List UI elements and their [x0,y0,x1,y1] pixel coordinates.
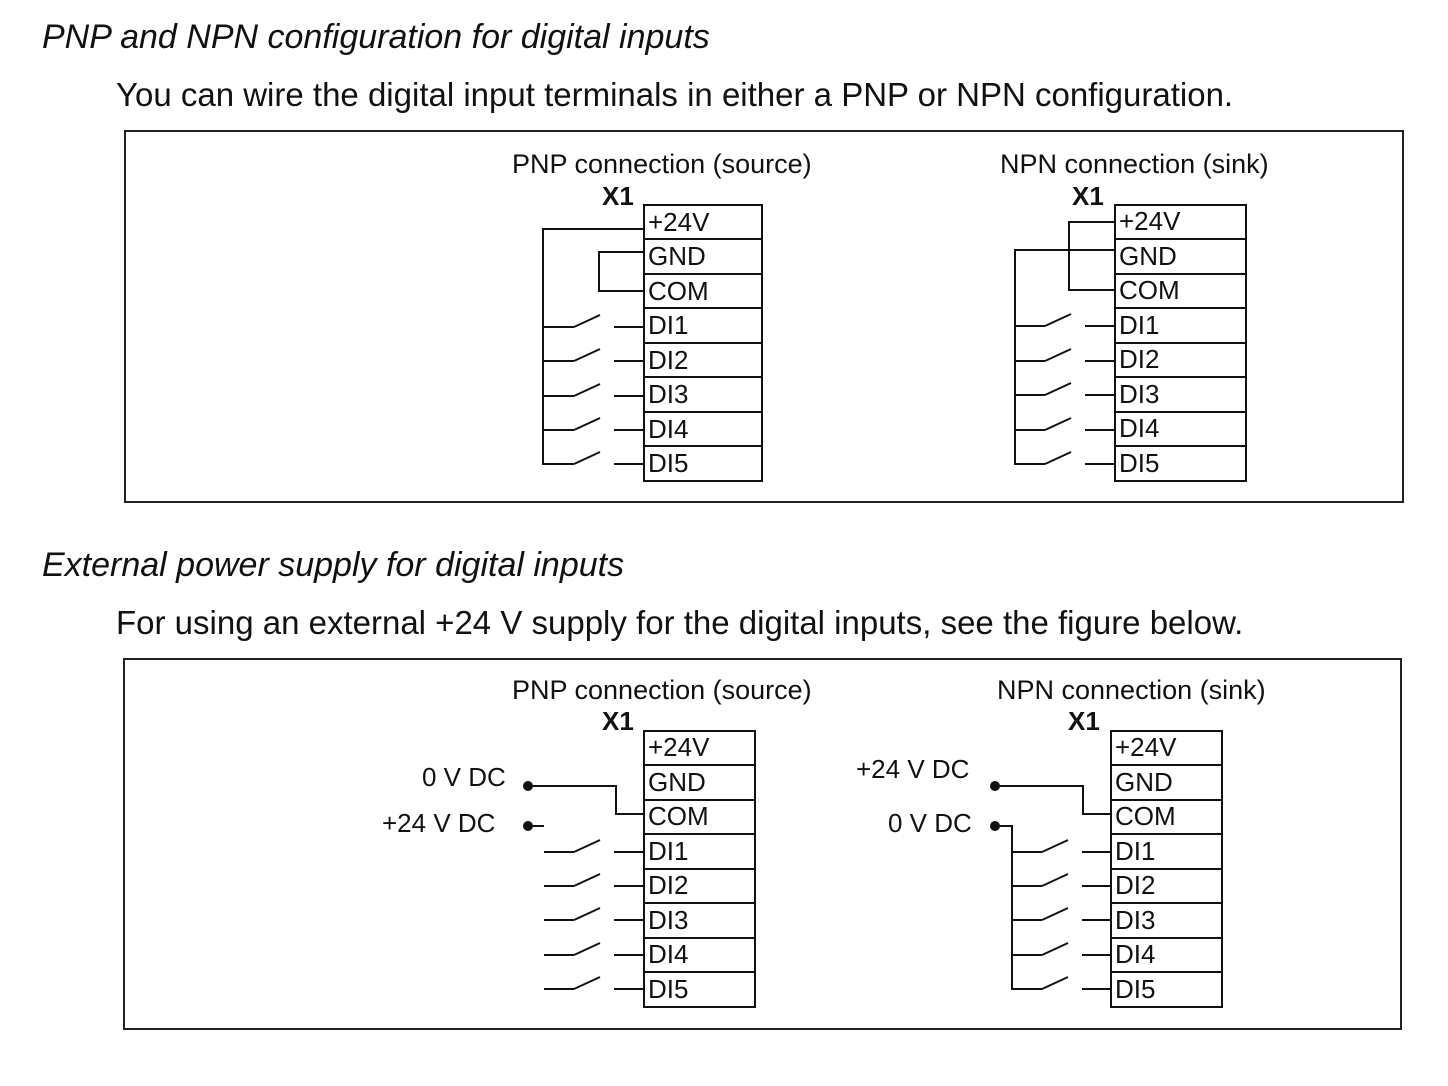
ext-npn-switches [1012,839,1111,990]
npn-terminal-di4: DI4 [1119,413,1159,443]
pnp-terminal-di2: DI2 [648,345,688,375]
npn-terminal-com: COM [1119,275,1180,305]
pnp-terminal-di3: DI3 [648,379,688,409]
ext-npn-terminal-com: COM [1115,801,1176,831]
ext-npn-terminal-di5: DI5 [1115,974,1155,1004]
pnp-terminal-block: +24V GND COM DI1 DI2 DI3 DI4 DI5 [643,204,763,482]
ext-pnp-terminal-di3: DI3 [648,905,688,935]
ext-npn-supply-0v: 0 V DC [888,808,972,838]
npn-terminal-gnd: GND [1119,241,1177,271]
pnp-terminal-com: COM [648,276,709,306]
ext-npn-supply-24v: +24 V DC [856,754,969,784]
ext-npn-terminal-di4: DI4 [1115,939,1155,969]
ext-pnp-terminal-com: COM [648,801,709,831]
npn-caption: NPN connection (sink) [1000,149,1269,179]
npn-wiring: NPN connection (sink) X1 +24V GND COM DI… [1000,149,1269,482]
npn-terminal-di5: DI5 [1119,448,1159,478]
section2-text: For using an external +24 V supply for t… [116,604,1244,641]
ext-pnp-supply-24v: +24 V DC [382,808,495,838]
pnp-terminal-di4: DI4 [648,414,688,444]
ext-pnp-switches [544,839,644,990]
ext-npn-wiring: NPN connection (sink) X1 +24V GND COM DI… [856,675,1266,1008]
section2-heading: External power supply for digital inputs [42,546,625,584]
ext-npn-caption: NPN connection (sink) [997,675,1266,705]
ext-pnp-caption: PNP connection (source) [512,675,812,705]
ext-npn-terminal-di1: DI1 [1115,836,1155,866]
pnp-wiring: PNP connection (source) X1 +24V GND COM … [512,149,812,482]
ext-npn-connector-label: X1 [1068,706,1100,736]
pnp-terminal-24v: +24V [648,207,710,237]
ext-pnp-terminal-di4: DI4 [648,939,688,969]
ext-pnp-supply-0v: 0 V DC [422,762,506,792]
ext-pnp-terminal-24v: +24V [648,732,710,762]
pnp-terminal-gnd: GND [648,241,706,271]
ext-pnp-wiring: PNP connection (source) X1 +24V GND COM … [382,675,812,1008]
pnp-switches [543,314,644,465]
ext-npn-terminal-block: +24V GND COM DI1 DI2 DI3 DI4 DI5 [1110,730,1223,1008]
ext-pnp-connector-label: X1 [602,706,634,736]
npn-terminal-di2: DI2 [1119,344,1159,374]
section1-heading: PNP and NPN configuration for digital in… [42,18,710,56]
ext-pnp-terminal-di5: DI5 [648,974,688,1004]
figure-external-supply: PNP connection (source) X1 +24V GND COM … [123,658,1402,1030]
npn-terminal-di1: DI1 [1119,310,1159,340]
npn-terminal-24v: +24V [1119,206,1181,236]
ext-pnp-terminal-block: +24V GND COM DI1 DI2 DI3 DI4 DI5 [643,730,756,1008]
diagram-external-supply: PNP connection (source) X1 +24V GND COM … [382,675,1266,1008]
npn-terminal-di3: DI3 [1119,379,1159,409]
npn-switches [1015,313,1115,465]
ext-npn-terminal-gnd: GND [1115,767,1173,797]
diagram-internal-supply: PNP connection (source) X1 +24V GND COM … [512,149,1269,482]
npn-terminal-block: +24V GND COM DI1 DI2 DI3 DI4 DI5 [1114,204,1247,482]
section1-text: You can wire the digital input terminals… [116,76,1234,113]
ext-pnp-terminal-gnd: GND [648,767,706,797]
ext-pnp-terminal-di1: DI1 [648,836,688,866]
pnp-caption: PNP connection (source) [512,149,812,179]
pnp-terminal-di5: DI5 [648,448,688,478]
npn-connector-label: X1 [1072,181,1104,211]
ext-npn-terminal-di2: DI2 [1115,870,1155,900]
ext-npn-terminal-24v: +24V [1115,732,1177,762]
pnp-connector-label: X1 [602,181,634,211]
ext-npn-terminal-di3: DI3 [1115,905,1155,935]
pnp-terminal-di1: DI1 [648,310,688,340]
figure-internal-supply: PNP connection (source) X1 +24V GND COM … [124,130,1404,503]
ext-pnp-terminal-di2: DI2 [648,870,688,900]
